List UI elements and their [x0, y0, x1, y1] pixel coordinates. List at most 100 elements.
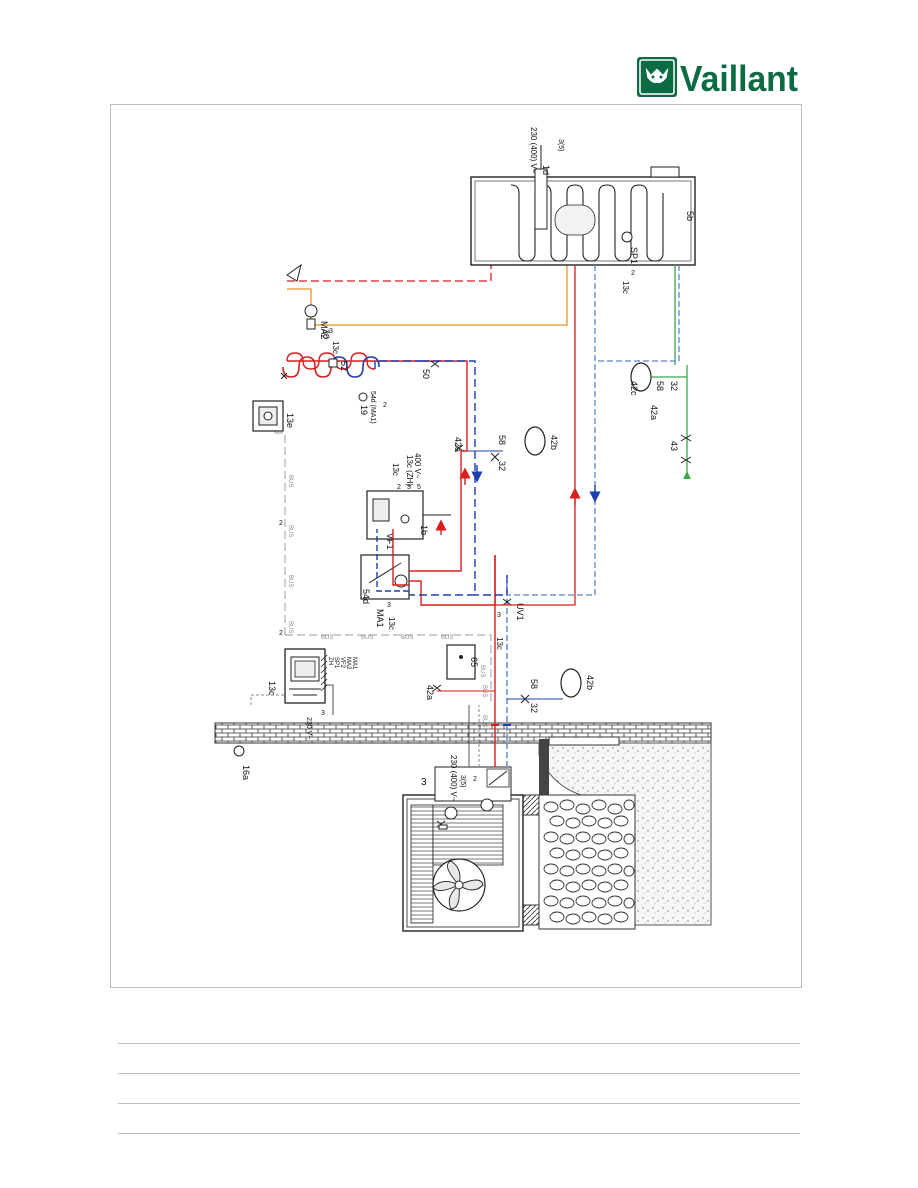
underground-pipe: [548, 736, 620, 746]
label-13c-ma1: 13c: [387, 617, 396, 630]
label-42b-left: 42b: [585, 675, 595, 690]
label-3-controller: 3: [321, 710, 325, 717]
label-42c: 42c: [629, 381, 639, 396]
system-controller: [284, 648, 326, 704]
label-1b: 1b: [419, 525, 429, 535]
bus-label-2-digit: 2: [279, 520, 283, 527]
building-wall: [214, 722, 712, 744]
label-vf2: VF2: [339, 657, 345, 669]
label-30: 30: [321, 329, 331, 339]
filter-30: [306, 318, 316, 330]
footer-rule-1: [118, 1043, 800, 1044]
controller-terminals: [320, 654, 328, 692]
label-13c-1b: 13c: [391, 463, 400, 476]
label-zh: ZH: [327, 657, 333, 665]
label-3-uv1: 3: [497, 612, 501, 619]
label-3-hp: 3: [421, 777, 427, 788]
label-2-controller: 2: [279, 630, 283, 637]
label-32-right: 32: [669, 381, 679, 391]
label-16a: 16a: [241, 765, 251, 780]
label-230v-controller: 230 V~: [305, 717, 312, 739]
label-13e: 13e: [285, 413, 295, 428]
label-13c-uv1: 13c: [495, 637, 504, 650]
footer-rule-4: [118, 1133, 800, 1134]
label-42b-middle: 42b: [549, 435, 559, 450]
label-2-hp: 2: [473, 776, 477, 783]
outdoor-sensor-icon: [233, 745, 245, 757]
label-54d-ma1: 54d (MA1): [369, 391, 376, 424]
label-2-54d: 2: [383, 402, 387, 409]
footer-rule-2: [118, 1073, 800, 1074]
label-35-hp: 3(5): [459, 775, 466, 787]
label-2-1b: 2: [397, 484, 401, 491]
bus-label-4: BUS: [401, 635, 413, 641]
label-13c-sp1: 13c: [621, 281, 630, 294]
sensor-sp1-icon: [621, 231, 633, 243]
bus-label-2: BUS: [321, 635, 333, 641]
label-5-1b: 5: [417, 484, 421, 491]
label-43: 43: [669, 441, 679, 451]
bus-label-7: BUS: [287, 525, 293, 537]
label-sp1: SP1: [629, 247, 639, 264]
remote-control-13e: [252, 400, 284, 432]
label-58-left: 58: [529, 679, 539, 689]
valve-52: [328, 358, 338, 368]
vaillant-logo: Vaillant: [637, 57, 798, 98]
gravel-stones: [543, 799, 635, 925]
brand-name: Vaillant: [680, 58, 798, 98]
label-sp1-controller: SP1: [333, 657, 339, 669]
label-54d: 54d: [361, 589, 371, 604]
label-400v: 400 V~: [413, 453, 422, 479]
label-2-sp1: 2: [631, 270, 635, 277]
bus-label-1: BUS: [287, 621, 293, 633]
label-13c-zh: 13c (ZH): [405, 455, 414, 486]
label-32-left: 32: [529, 703, 539, 713]
schematic-frame: 3 230 (400) V~ 3(5) 2 BUS 16a 13c 2 3 23…: [110, 104, 802, 988]
expansion-vessel-42b-middle: [524, 426, 546, 456]
label-32-middle: 32: [497, 461, 507, 471]
bus-label-8: BUS: [287, 475, 293, 487]
label-ma2-controller: MA2: [345, 657, 351, 670]
footer-rule-3: [118, 1103, 800, 1104]
thermostat-19-icon: [358, 392, 368, 402]
label-13c-controller: 13c: [267, 681, 277, 696]
label-3-ma1: 3: [387, 602, 391, 609]
label-35-tank: 3(5): [557, 139, 564, 151]
label-230v-tank: 230 (400) V~: [529, 127, 538, 174]
label-3-ma2: 3: [329, 328, 333, 335]
label-ma1-controller: MA1: [351, 657, 357, 670]
storage-tank-5b: [470, 166, 696, 266]
label-230v-hp: 230 (400) V~: [449, 755, 458, 802]
label-42a-right: 42a: [649, 405, 659, 420]
cold-water-inlet: [651, 365, 688, 479]
label-ma2: MA2: [319, 321, 329, 340]
concrete-pad-top: [522, 794, 540, 816]
label-42a-middle: 42a: [453, 437, 463, 452]
label-vf1: VF1: [385, 533, 395, 550]
label-58-middle: 58: [497, 435, 507, 445]
label-uv1: UV1: [515, 603, 525, 621]
label-3-1b: 3: [407, 484, 411, 491]
label-5b: 5b: [685, 211, 695, 221]
expansion-vessel-42b-left: [560, 668, 582, 698]
label-42a-left: 42a: [425, 685, 435, 700]
concrete-pad-bottom: [522, 904, 540, 926]
outdoor-heat-pump: [402, 766, 524, 932]
floor-heating-coil: [282, 356, 380, 378]
label-19: 19: [359, 405, 369, 415]
heating-rod-1d: [534, 168, 548, 230]
label-52: 52: [339, 361, 349, 371]
label-13c-ma2: 13c: [331, 341, 340, 354]
gravel-bed: [538, 794, 636, 930]
dhw-circulation: [287, 261, 568, 326]
bus-label-6: BUS: [287, 575, 293, 587]
tank-connections: [495, 265, 680, 606]
label-65: 65: [469, 657, 479, 667]
label-1d: 1d: [541, 165, 551, 175]
label-ma1: MA1: [375, 609, 385, 628]
hydraulic-schematic: 3 230 (400) V~ 3(5) 2 BUS 16a 13c 2 3 23…: [214, 127, 712, 932]
tank-65: [446, 644, 476, 680]
bus-label-9: BUS: [479, 665, 485, 677]
label-58-right: 58: [655, 381, 665, 391]
bus-label-3: BUS: [361, 635, 373, 641]
